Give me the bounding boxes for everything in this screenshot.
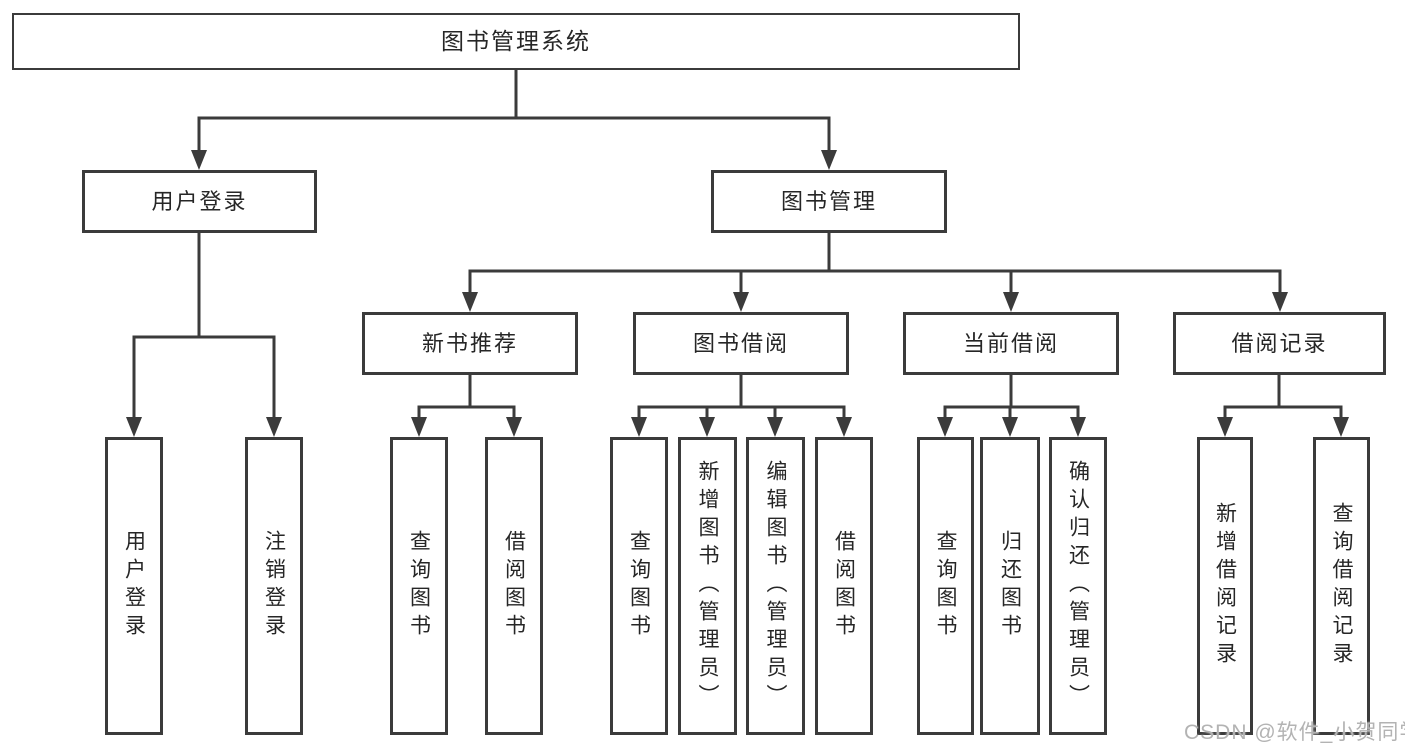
- node-label: 用户登录: [122, 530, 146, 642]
- connector-new-book-branch: [417, 373, 516, 422]
- node-label: 查询借阅记录: [1330, 502, 1353, 670]
- leaf-add-borrow-record: 新增借阅记录: [1197, 437, 1253, 735]
- leaf-user-login: 用户登录: [105, 437, 163, 735]
- node-new-book-recommend: 新书推荐: [362, 312, 578, 375]
- node-user-login: 用户登录: [82, 170, 317, 233]
- node-library-management-system: 图书管理系统: [12, 13, 1020, 70]
- node-book-management: 图书管理: [711, 170, 947, 233]
- csdn-watermark: CSDN @软件_小贺同学: [1184, 721, 1405, 744]
- node-label: 注销登录: [262, 530, 286, 642]
- leaf-add-book-admin: 新增图书（管理员）: [678, 437, 737, 735]
- leaf-borrow-book-recommend: 借阅图书: [485, 437, 543, 735]
- connector-root-branch: [197, 68, 831, 155]
- node-label: 当前借阅: [962, 330, 1059, 356]
- leaf-return-book: 归还图书: [980, 437, 1040, 735]
- arrowhead: [1002, 417, 1018, 437]
- leaf-query-book-current: 查询图书: [917, 437, 974, 735]
- arrowhead: [821, 150, 837, 170]
- leaf-edit-book-admin: 编辑图书（管理员）: [746, 437, 805, 735]
- leaf-query-book-borrow: 查询图书: [610, 437, 668, 735]
- connector-book-mgmt-branch: [468, 231, 1282, 297]
- arrowhead: [767, 417, 783, 437]
- node-label: 图书管理系统: [441, 28, 591, 54]
- node-current-borrow: 当前借阅: [903, 312, 1119, 375]
- arrowhead: [1272, 292, 1288, 312]
- connector-borrow-record-branch: [1223, 373, 1343, 422]
- leaf-confirm-return-admin: 确认归还（管理员）: [1049, 437, 1107, 735]
- node-label: 用户登录: [151, 188, 248, 214]
- arrowhead: [631, 417, 647, 437]
- leaf-borrow-book: 借阅图书: [815, 437, 873, 735]
- node-label: 确认归还（管理员）: [1066, 460, 1090, 712]
- arrowhead: [1217, 417, 1233, 437]
- arrowhead: [1070, 417, 1086, 437]
- node-book-borrow: 图书借阅: [633, 312, 849, 375]
- arrowhead: [411, 417, 427, 437]
- arrowhead: [266, 417, 282, 437]
- connector-user-login-branch: [132, 231, 276, 422]
- node-label: 查询图书: [627, 530, 651, 642]
- arrowhead: [937, 417, 953, 437]
- node-label: 图书管理: [780, 188, 877, 214]
- node-label: 新增图书（管理员）: [696, 460, 719, 712]
- node-label: 新书推荐: [421, 330, 518, 356]
- node-label: 查询图书: [407, 530, 431, 642]
- node-label: 借阅图书: [832, 530, 856, 642]
- arrowhead: [506, 417, 522, 437]
- arrowhead: [699, 417, 715, 437]
- node-label: 图书借阅: [692, 330, 789, 356]
- leaf-logout-login: 注销登录: [245, 437, 303, 735]
- node-label: 借阅记录: [1231, 330, 1328, 356]
- connector-current-borrow-branch: [943, 373, 1080, 422]
- arrowhead: [462, 292, 478, 312]
- leaf-query-borrow-record: 查询借阅记录: [1313, 437, 1370, 735]
- arrowhead: [191, 150, 207, 170]
- node-label: 编辑图书（管理员）: [764, 460, 787, 712]
- leaf-query-book-recommend: 查询图书: [390, 437, 448, 735]
- arrowheads: [126, 150, 1349, 437]
- arrowhead: [836, 417, 852, 437]
- node-label: 借阅图书: [502, 530, 526, 642]
- node-label: 新增借阅记录: [1213, 502, 1237, 670]
- arrowhead: [1333, 417, 1349, 437]
- node-label: 归还图书: [998, 530, 1022, 642]
- node-label: 查询图书: [934, 530, 957, 642]
- connector-book-borrow-branch: [637, 373, 846, 422]
- arrowhead: [1003, 292, 1019, 312]
- arrowhead: [126, 417, 142, 437]
- arrowhead: [733, 292, 749, 312]
- node-borrow-records: 借阅记录: [1173, 312, 1386, 375]
